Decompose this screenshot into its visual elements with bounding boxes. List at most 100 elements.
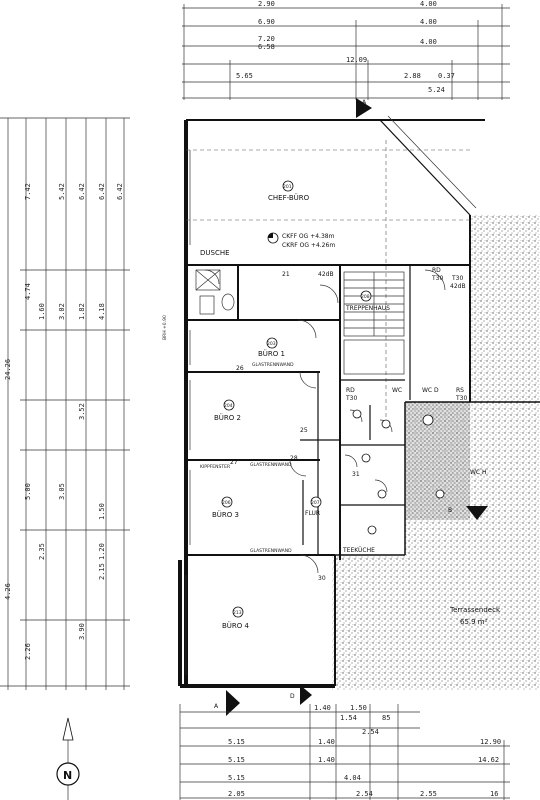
section-a-bottom-label: A: [214, 703, 219, 710]
room-flur-number: 207: [311, 500, 320, 506]
room-wc: WC WC D WC H: [392, 387, 487, 476]
room-chef: 201 CHEF-BÜRO CKFF OG +4.38m CKRF OG +4.…: [267, 180, 335, 249]
marker-30: 30: [318, 575, 326, 582]
room-wc-name: WC: [392, 387, 402, 394]
section-d-arrow: [300, 685, 312, 705]
north-label: N: [63, 769, 72, 782]
marker-28: 28: [290, 455, 298, 462]
room-chef-ckrf: CKRF OG +4.26m: [282, 242, 335, 249]
room-chef-ckff: CKFF OG +4.38m: [282, 233, 335, 240]
dim-bottom-6: 5.15: [228, 738, 245, 746]
room-flur-name: FLUR: [305, 510, 320, 517]
dim-left-13: 5.00: [24, 483, 32, 500]
dim-bottom-10: 1.40: [318, 756, 335, 764]
dim-bottom-3: 1.54: [340, 714, 357, 722]
room-buero-2-number: 204: [224, 403, 233, 409]
dim-top-7: 4.00: [420, 38, 437, 46]
dim-top-4: 4.00: [420, 18, 437, 26]
marker-t30-d: T30: [345, 395, 357, 402]
top-dimension-chains: 2.90 4.00 6.90 4.00 7.20 6.58 4.00 12.09…: [182, 0, 510, 100]
dim-left-10: 3.02: [58, 303, 66, 320]
room-buero-3-number: 206: [222, 500, 231, 506]
dim-bottom-14: 2.05: [228, 790, 245, 798]
section-a-top-arrow: [356, 98, 372, 118]
marker-rs: RS: [456, 387, 464, 394]
bottom-dimension-chains: 1.40 1.50 1.54 85 2.54 5.15 1.40 12.90 5…: [179, 704, 510, 800]
misc-markers: 21 42dB RD T30 T30 42dB RS T30 RD T30 25…: [162, 267, 467, 582]
dim-top-12: 0.37: [438, 72, 455, 80]
marker-t30-b: T30: [451, 275, 463, 282]
dim-top-1: 2.90: [258, 0, 275, 8]
room-treppenhaus-number: 208: [361, 294, 370, 300]
room-treppenhaus-name: TREPPENHAUS: [345, 305, 390, 312]
dim-bottom-7: 1.40: [318, 738, 335, 746]
dim-top-9: 5.65: [236, 72, 253, 80]
dim-left-2: 4.26: [4, 583, 12, 600]
room-buero-4-number: 213: [233, 610, 242, 616]
dim-left-5: 6.42: [78, 183, 86, 200]
dim-left-1: 24.26: [4, 359, 12, 380]
dim-top-5: 7.20: [258, 35, 275, 43]
dim-left-17: 3.90: [78, 623, 86, 640]
section-a-bottom-arrow: [226, 690, 240, 716]
marker-42db-b: 42dB: [450, 283, 466, 290]
dim-top-3: 6.90: [258, 18, 275, 26]
brh-note: BRH +0.90: [162, 315, 168, 340]
glass-wall-note-1: GLASTRENNWAND: [252, 362, 294, 368]
dim-left-20: 1.50: [98, 503, 106, 520]
dim-left-12: 4.18: [98, 303, 106, 320]
room-buero-4-name: BÜRO 4: [222, 621, 250, 630]
terrace-area: Terrassendeck 65.9 m²: [332, 215, 540, 690]
dim-left-7: 6.42: [116, 183, 124, 200]
dim-bottom-11: 14.62: [478, 756, 499, 764]
marker-25: 25: [300, 427, 308, 434]
room-treppenhaus: 208 TREPPENHAUS: [345, 290, 390, 312]
marker-rd-b: RD: [346, 387, 355, 394]
dim-top-11: 2.88: [404, 72, 421, 80]
dim-bottom-15: 2.54: [356, 790, 373, 798]
sanitary-fixtures: [195, 269, 235, 315]
room-buero-4: 213 BÜRO 4: [222, 606, 250, 630]
marker-rd: RD: [432, 267, 441, 274]
room-buero-2: 204 BÜRO 2: [214, 399, 241, 422]
dim-left-19: 2.15: [98, 563, 106, 580]
dim-left-6: 6.42: [98, 183, 106, 200]
glass-wall-note-3: GLASTRENNWAND: [250, 548, 292, 554]
glass-wall-note-2: GLASTRENNWAND: [250, 462, 292, 468]
section-d-label: D: [290, 693, 295, 700]
section-b-label: B: [448, 507, 452, 514]
room-buero-1: 203 BÜRO 1: [258, 337, 285, 358]
left-dimension-chains: 24.26 4.26 7.42 5.42 6.42 6.42 6.42 4.74…: [0, 117, 130, 690]
marker-27: 27: [230, 459, 238, 466]
room-buero-1-number: 203: [267, 341, 276, 347]
dim-left-16: 2.35: [38, 543, 46, 560]
dim-left-4: 5.42: [58, 183, 66, 200]
marker-21: 21: [282, 271, 290, 278]
dim-top-10: 5.24: [428, 86, 445, 94]
dim-left-11: 1.82: [78, 303, 86, 320]
dim-left-21: 1.20: [98, 543, 106, 560]
room-teekueche-name: TEEKÜCHE: [342, 547, 375, 554]
room-buero-3-name: BÜRO 3: [212, 510, 239, 519]
dim-left-8: 4.74: [24, 283, 32, 300]
marker-26: 26: [236, 365, 244, 372]
marker-31: 31: [352, 471, 360, 478]
room-wc-h-name: WC H: [470, 469, 487, 476]
dim-left-18: 2.26: [24, 643, 32, 660]
room-buero-3: 206 BÜRO 3: [212, 496, 239, 519]
dim-top-2: 4.00: [420, 0, 437, 8]
interior-walls: [186, 264, 470, 560]
dim-bottom-4: 85: [382, 714, 390, 722]
terrace-label: Terrassendeck: [449, 606, 501, 614]
dim-bottom-8: 12.90: [480, 738, 501, 746]
left-windows: [185, 150, 191, 675]
room-dusche: DUSCHE: [200, 249, 230, 257]
room-flur: 207 FLUR: [305, 496, 322, 517]
dim-left-3: 7.42: [24, 183, 32, 200]
dim-top-8: 12.09: [346, 56, 367, 64]
marker-42db: 42dB: [318, 271, 334, 278]
dim-bottom-5: 2.54: [362, 728, 379, 736]
room-buero-2-name: BÜRO 2: [214, 413, 241, 422]
room-teekueche: TEEKÜCHE: [342, 547, 375, 554]
